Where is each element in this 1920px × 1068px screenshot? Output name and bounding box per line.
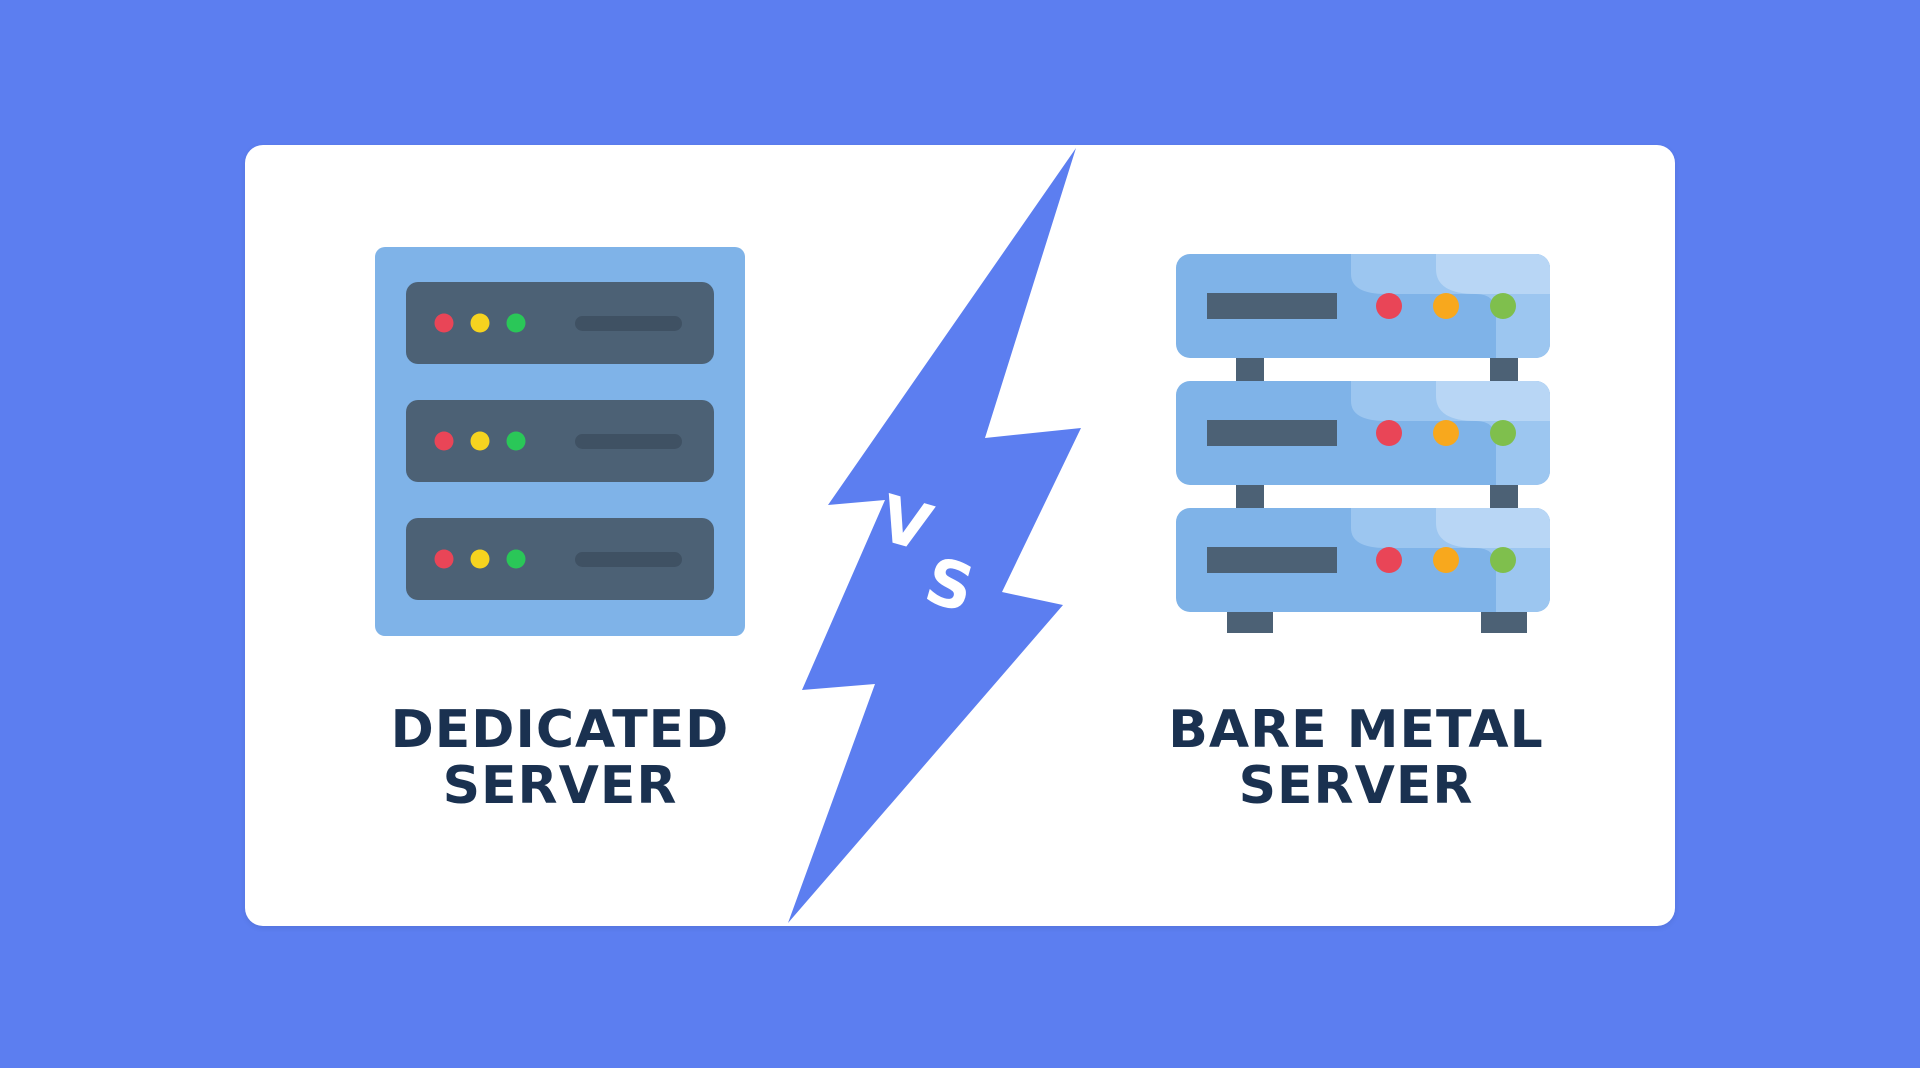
dedicated-server-title-line1: DEDICATED [390,700,730,760]
server-unit-3 [406,518,714,600]
server-unit-1 [406,282,714,364]
server-unit-bottom [1176,508,1550,612]
server-unit-middle [1176,381,1550,485]
server-stack-icon [1176,254,1550,633]
server-unit-2 [406,400,714,482]
server-unit-top [1176,254,1550,358]
bare-metal-server-title: BARE METAL SERVER [1126,702,1586,814]
dedicated-server-title: DEDICATED SERVER [330,702,790,814]
bare-metal-server-title-line2: SERVER [1238,756,1474,816]
dedicated-server-title-line2: SERVER [442,756,678,816]
bare-metal-server-title-line1: BARE METAL [1168,700,1544,760]
server-rack-icon [375,247,745,636]
